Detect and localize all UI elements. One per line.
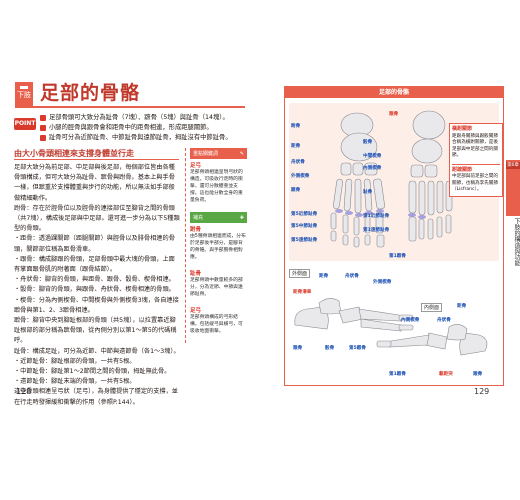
sidebar-block: 足弓 足部骨頭構成的弓形結構，包括縱弓與橫弓，可吸收地面衝擊。 xyxy=(190,306,247,335)
sidebar-head: 補充 ✚ xyxy=(190,212,247,223)
point-item: 小腿的脛骨與跟骨會和距骨中的距骨相連，形成距腿關節。 xyxy=(40,123,245,133)
figure-dorsal-plantar-panel: 跗骨 距骨 舟狀骨 外側楔骨 蹠骨 第5近節趾骨 第5中節趾骨 第5遠節趾骨 中… xyxy=(289,103,503,261)
label-metatarsals: 蹠骨 xyxy=(291,188,301,193)
body-paragraph: ・楔骨：分為內側楔骨、中間楔骨與外側楔骨3塊，各自連接蹠骨與第1、2、3蹠骨相連… xyxy=(14,296,179,314)
caption2-title: 跗蹠關節 xyxy=(452,166,473,173)
body-paragraph: 足部大致分為前足部、中足部與後足部，每個部位皆由各種骨頭構成，但可大致分為趾骨、… xyxy=(14,164,175,202)
caption-text: 距跟舟關節與跟骰關節合稱為橫跗關節，是後足部與中足部之間的關節。 xyxy=(452,133,498,159)
plantar-foot-illustration xyxy=(408,110,453,242)
label-phalanges: 趾骨 xyxy=(363,190,373,195)
keyword-icon: ✎ xyxy=(239,150,244,157)
label-1st-metatarsal-medial: 第1蹠骨 xyxy=(389,372,406,377)
chapter-tab: 第6章 xyxy=(506,160,520,216)
note-icon: ✚ xyxy=(239,214,244,221)
page-number-right: 129 xyxy=(474,387,490,396)
label-1st-proximal: 第1近節趾骨 xyxy=(363,214,390,219)
label-talus: 距骨 xyxy=(291,144,301,149)
subheading-divider xyxy=(14,159,179,160)
sidebar-term: 趾骨 xyxy=(190,271,202,277)
label-middle-cuneiform: 中間楔骨 xyxy=(363,154,382,159)
label-navicular: 舟狀骨 xyxy=(291,160,305,165)
figure-side-views-panel: 外側面 內側面 距骨 舟狀骨 跟骨 外 xyxy=(289,267,499,381)
chapter-label: 下肢的構造與功能 xyxy=(513,218,520,266)
section-tab-label: 下肢 xyxy=(17,91,31,99)
label-calcaneus-lateral: 跟骨 xyxy=(293,346,303,351)
title-divider xyxy=(15,106,245,108)
right-page: 足部的骨骼 xyxy=(260,0,520,500)
section-subheading: 由大小骨頭相連來支撐身體並行走 xyxy=(14,149,134,158)
label-tarsals: 跗骨 xyxy=(291,124,301,129)
label-5th-middle: 第5中節趾骨 xyxy=(291,224,318,229)
sidebar-text: 足部骨頭中數量較多的部分，分為近節、中節與遠節趾骨。 xyxy=(190,278,243,297)
sidebar-block: 補充 ✚ 跗骨 由5種骨頭相連而成，分布於足部後半部分，是腳背的骨骼。與手部腕骨… xyxy=(190,212,247,261)
label-lateral-cuneiform-lateral: 外側楔骨 xyxy=(373,280,392,285)
body-paragraph: ・舟狀骨：腳背的骨頭，與距骨、跟骨、骰骨、楔骨相連。 xyxy=(14,276,175,284)
figure-frame: 足部的骨骼 xyxy=(284,86,504,386)
body-text: 足部大致分為前足部、中足部與後足部，每個部位皆由各種骨頭構成，但可大致分為趾骨、… xyxy=(14,163,180,408)
label-lateral-cuneiform: 外側楔骨 xyxy=(291,174,310,179)
dorsal-foot-illustration xyxy=(330,112,385,248)
label-medial-cuneiform: 內側楔骨 xyxy=(363,166,382,171)
caption-joints: 橫跗關節 距跟舟關節與跟骰關節合稱為橫跗關節，是後足部與中足部之間的關節。 跗蹠… xyxy=(449,123,503,197)
sidebar-text: 由5種骨頭相連而成，分布於足部後半部分，是腳背的骨骼。與手部腕骨相對應。 xyxy=(190,234,246,260)
point-badge: POINT xyxy=(14,118,36,130)
body-paragraph: ・距骨：透過踝關節（距腿關節）與脛骨以及腓骨相連的骨頭，關節部位稱為距骨滑車。 xyxy=(14,235,175,253)
sidebar-notes: 重點關鍵詞 ✎ 足弓 足部骨頭相連呈現弓狀的構造，可吸收行走時的衝擊，還可分散體… xyxy=(185,148,247,343)
sidebar-block: 趾骨 足部骨頭中數量較多的部分，分為近節、中節與遠節趾骨。 xyxy=(190,269,247,298)
point-list: 足部骨頭可大致分為趾骨（7塊）、蹠骨（5塊）與趾骨（14塊）。 小腿的脛骨與跟骨… xyxy=(40,113,245,143)
label-5th-proximal: 第5近節趾骨 xyxy=(291,212,318,217)
body-paragraph: ・遠節趾骨：腳趾末端的骨頭，一共有5根。 xyxy=(14,378,136,386)
body-paragraph: 蹠骨：腳背中央到腳趾根部的骨頭（共5塊），以拉置靠近腳趾根部的部分稱為蹠骨頭，從… xyxy=(14,317,177,345)
sidebar-term: 足弓 xyxy=(190,163,202,169)
caption-second: 跗蹠關節 中足部與前足部之間的關節，也稱為李氏關節（Lisfranc）。 xyxy=(452,163,500,194)
label-calcaneus-plantar: 跟骨 xyxy=(389,112,399,117)
label-navicular-medial: 舟狀骨 xyxy=(437,318,451,323)
label-1st-distal: 第1遠節趾骨 xyxy=(363,228,390,233)
label-sustentaculum: 載距突 xyxy=(439,372,453,377)
label-1st-metatarsal: 第1蹠骨 xyxy=(389,254,406,259)
label-calcaneus-medial: 跟骨 xyxy=(473,372,483,377)
body-paragraph: ・骰骨：腳背的骨頭，與跟骨、舟狀骨、楔骨相連的骨頭。 xyxy=(14,286,175,294)
label-cuboid: 骰骨 xyxy=(363,140,373,145)
section-tab: 下肢 xyxy=(15,82,33,108)
left-page: 下肢 足部的骨骼 POINT 足部骨頭可大致分為趾骨（7塊）、蹠骨（5塊）與趾骨… xyxy=(14,82,247,408)
sidebar-text: 足部骨頭相連呈現弓狀的構造，可吸收行走時的衝擊，還可分散體重並支撐。這也能分散全… xyxy=(190,170,243,203)
body-paragraph: 趾骨：構成足趾，可分為近節、中節與遠節骨（各1～3塊）。 xyxy=(14,347,180,355)
view-label-inner: 內側面 xyxy=(421,303,443,312)
section-tab-mark xyxy=(20,86,28,89)
medial-foot-illustration xyxy=(376,324,488,356)
sidebar-head-label: 補充 xyxy=(193,215,204,221)
page-number-left: 128 xyxy=(16,387,32,396)
label-medial-cuneiform-medial: 內側楔骨 xyxy=(401,318,420,323)
page-title: 足部的骨骼 xyxy=(40,82,141,104)
chapter-number: 第6章 xyxy=(506,162,520,169)
label-talus-medial: 距骨 xyxy=(457,304,467,309)
view-label-outer: 外側面 xyxy=(289,269,311,278)
sidebar-term: 足弓 xyxy=(190,308,202,314)
label-trochlea: 距骨滑車 xyxy=(293,290,312,295)
label-navicular-lateral: 舟狀骨 xyxy=(345,274,359,279)
body-paragraph: 跗骨：存在於脛骨位以及脛骨的連接部位至腳背之間的骨頭（共7塊），構成後足部與中足… xyxy=(14,204,180,233)
sidebar-head-label: 重點關鍵詞 xyxy=(193,151,219,157)
figure-title: 足部的骨骼 xyxy=(285,87,503,98)
body-paragraph: ・跟骨：構成腳跟的骨頭，足部骨頭中最大塊的骨頭，上面有掌面跟骨肌的附著面（跟骨結… xyxy=(14,255,175,274)
caption2-text: 中足部與前足部之間的關節，也稱為李氏關節（Lisfranc）。 xyxy=(452,174,498,192)
sidebar-text: 足部骨頭構成的弓形結構，包括縱弓與橫弓，可吸收地面衝擊。 xyxy=(190,315,243,334)
lateral-foot-illustration xyxy=(294,298,414,332)
body-paragraph: ・中節趾骨：腳趾第1～2節間之間的骨頭，拇趾無此骨。 xyxy=(14,368,171,376)
body-paragraph: 這些骨頭相連呈弓狀（足弓），為身體提供了穩定的支撐，並在行走時發揮緩和衝擊的作用… xyxy=(14,388,178,406)
caption-title: 橫跗關節 xyxy=(452,126,473,132)
point-item: 趾骨可分為近節趾骨、中節趾骨與遠節趾骨，拇趾沒有中節趾骨。 xyxy=(40,133,245,143)
sidebar-block: 重點關鍵詞 ✎ 足弓 足部骨頭相連呈現弓狀的構造，可吸收行走時的衝擊，還可分散體… xyxy=(190,148,247,204)
label-talus-lateral: 距骨 xyxy=(319,274,329,279)
label-5th-metatarsal-lateral: 第5蹠骨 xyxy=(349,346,366,351)
sidebar-term: 跗骨 xyxy=(190,227,202,233)
label-5th-distal: 第5遠節趾骨 xyxy=(291,238,318,243)
label-cuboid-lateral: 骰骨 xyxy=(325,346,335,351)
body-paragraph: ・近節趾骨：腳趾根部的骨頭，一共有5根。 xyxy=(14,357,136,365)
point-item: 足部骨頭可大致分為趾骨（7塊）、蹠骨（5塊）與趾骨（14塊）。 xyxy=(40,113,245,123)
sidebar-head: 重點關鍵詞 ✎ xyxy=(190,148,247,159)
